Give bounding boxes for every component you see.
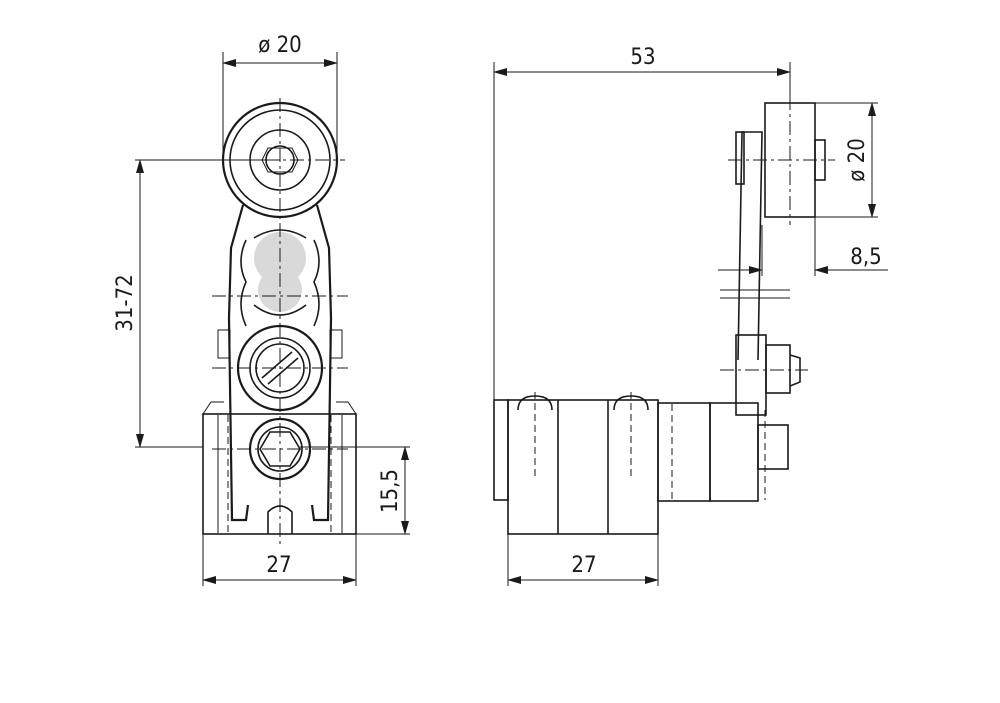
- front-view: ø 20 31-72 15,5 27: [113, 33, 410, 586]
- label-side-lever-offset: 8,5: [850, 245, 881, 270]
- label-front-roller-diameter: ø 20: [258, 33, 302, 58]
- dim-side-lever-offset: 8,5: [718, 217, 888, 276]
- slot-fill-mid: [258, 268, 302, 312]
- side-view: 53 ø 20 8,5 27: [493, 45, 888, 586]
- side-roller: [728, 96, 878, 225]
- dim-front-roller-diameter: ø 20: [222, 33, 338, 160]
- label-side-width: 27: [571, 553, 596, 578]
- label-front-lever-length: 31-72: [113, 274, 138, 332]
- dim-front-lever-length: 31-72: [113, 159, 280, 448]
- label-side-overall-length: 53: [630, 45, 655, 70]
- dim-side-width: 27: [507, 534, 659, 586]
- label-front-height: 15,5: [378, 469, 403, 513]
- dim-side-overall-length: 53: [493, 45, 791, 500]
- dim-front-height: 15,5: [300, 446, 410, 535]
- side-body: [493, 392, 789, 535]
- dim-side-roller-diameter: ø 20: [845, 102, 876, 218]
- side-lever: [720, 131, 808, 416]
- label-front-width: 27: [266, 553, 291, 578]
- label-side-roller-diameter: ø 20: [845, 138, 870, 182]
- dim-front-width: 27: [202, 534, 357, 586]
